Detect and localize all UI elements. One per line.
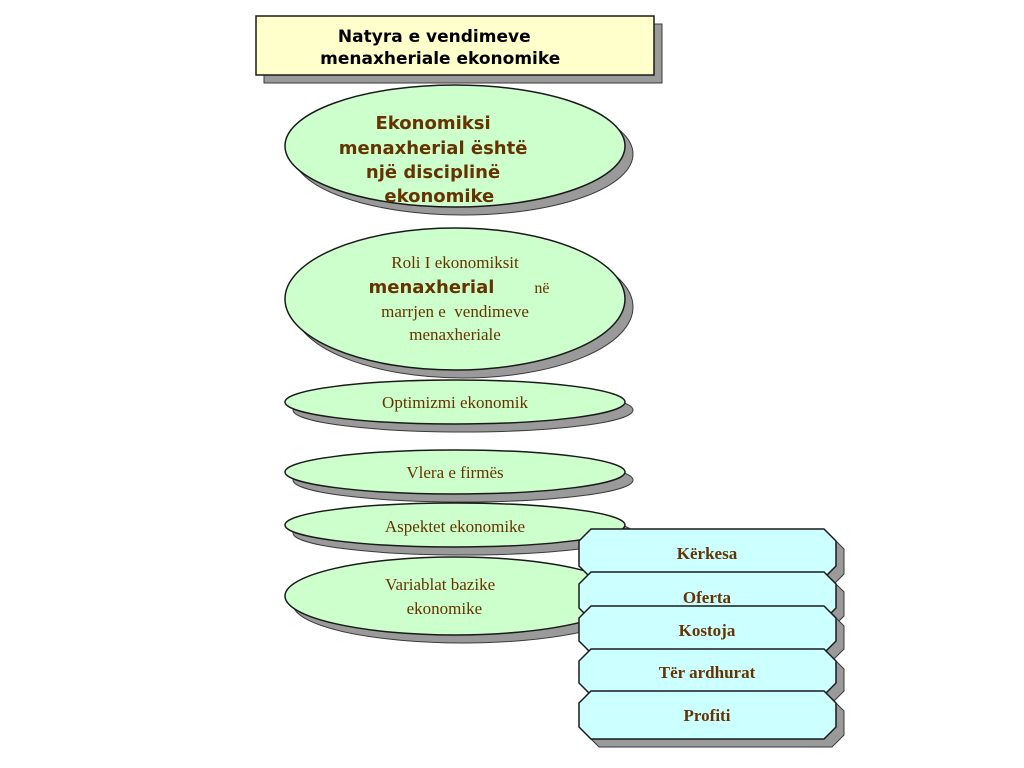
ellipse-economic-optimization: Optimizmi ekonomik (284, 379, 634, 433)
ellipse-text-line-2: menaxherial është (339, 138, 528, 159)
ellipse-shape (284, 227, 626, 371)
ellipse-role-of-managerial-economics: Roli I ekonomiksit menaxherial në marrje… (284, 227, 634, 379)
box-label: Kostoja (679, 621, 736, 640)
ellipse-text: Optimizmi ekonomik (382, 393, 528, 412)
ellipse-text-line-2: menaxherial në (332, 277, 577, 298)
ellipse-text-line-1: Variablat bazike (385, 575, 495, 594)
ellipse-basic-economic-variables: Variablat bazike ekonomike (0, 0, 634, 644)
ellipse-text-line-1: Roli I ekonomiksit (391, 253, 519, 272)
box-label: Tër ardhurat (659, 663, 756, 682)
title-line-1: Natyra e vendimeve (338, 27, 531, 47)
ellipse-text-line-4: menaxheriale (409, 325, 501, 344)
ellipse-shape (284, 556, 626, 636)
box-profit: Profiti (578, 690, 845, 748)
ellipse-text: Ekonomiksi menaxherial është një discipl… (0, 0, 571, 207)
box-label: Kërkesa (677, 544, 738, 563)
ellipse-text-line-4: ekonomike (384, 186, 494, 207)
box-label: Profiti (684, 706, 731, 725)
ellipse-text-line-2-bold: menaxherial (368, 277, 494, 298)
ellipse-text-line-3: marrjen e vendimeve (381, 302, 529, 321)
ellipse-shape (284, 449, 626, 495)
ellipse-text-line-2-rest: në (534, 280, 549, 297)
title-text: Natyra e vendimeve menaxheriale ekonomik… (0, 0, 590, 69)
title-box: Natyra e vendimeve menaxheriale ekonomik… (0, 0, 663, 84)
title-box-background (255, 15, 655, 76)
ellipse-firm-value: Vlera e firmës (284, 449, 634, 503)
ellipse-text: Variablat bazike ekonomike (0, 0, 525, 618)
title-line-2: menaxheriale ekonomike (320, 49, 560, 69)
ellipse-shape (284, 84, 626, 208)
ellipse-economic-aspects: Aspektet ekonomike (284, 502, 634, 556)
ellipse-text-line-1: Ekonomiksi (376, 113, 491, 134)
ellipse-text: Roli I ekonomiksit menaxherial në marrje… (332, 253, 577, 344)
ellipse-shape (284, 379, 626, 425)
ellipse-text: Aspektet ekonomike (385, 517, 525, 536)
ellipse-shape (284, 502, 626, 548)
ellipse-text-line-3: një disciplinë (366, 162, 500, 183)
ellipse-text-line-2: ekonomike (407, 599, 483, 618)
ellipse-economics-discipline: Ekonomiksi menaxherial është një discipl… (0, 0, 634, 216)
ellipse-text: Vlera e firmës (406, 463, 503, 482)
box-label: Oferta (683, 588, 732, 607)
box-shape (578, 690, 837, 740)
